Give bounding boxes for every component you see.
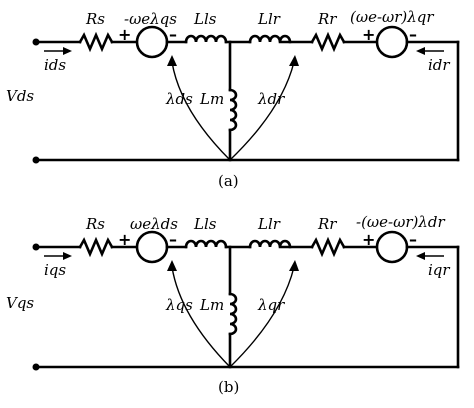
flux-arrow-s-b (171, 266, 231, 368)
label-lambda-s: λqs (165, 296, 193, 314)
voltage-source-2-a (375, 25, 409, 59)
label-source-1: ωeλds (130, 215, 178, 233)
arrow-head-flux-r-b (289, 260, 299, 271)
inductor-lls-a (184, 34, 228, 44)
label-lambda-s: λds (165, 90, 193, 108)
label-rr: Rr (317, 10, 337, 28)
inductor-lls-b (184, 239, 228, 249)
arrow-head-flux-r-a (289, 55, 299, 66)
arrow-head-ir-b (416, 252, 425, 260)
plus-sign: + (118, 25, 131, 44)
resistor-rr-b (310, 236, 346, 258)
flux-arrow-r-a (229, 61, 295, 161)
label-lm: Lm (199, 90, 224, 108)
label-i-s: iqs (44, 261, 66, 279)
inductor-llr-b (248, 239, 292, 249)
flux-arrow-r-b (229, 266, 295, 368)
minus-sign: – (169, 230, 177, 249)
circuit-a: + – + – Rs -ωeλqs Lls Llr Rr (ωe-ωr)λqr … (6, 8, 460, 190)
arrow-head-is-a (63, 47, 72, 55)
caption: (b) (218, 378, 239, 396)
arrow-head-ir-a (416, 47, 425, 55)
resistor-rs-a (78, 31, 114, 53)
label-rs: Rs (85, 215, 105, 233)
label-lambda-r: λdr (257, 90, 285, 108)
plus-sign: + (118, 230, 131, 249)
arrow-head-is-b (63, 252, 72, 260)
label-llr: Llr (257, 215, 281, 233)
label-i-r: idr (428, 56, 450, 74)
voltage-source-1-a (135, 25, 169, 59)
resistor-rr-a (310, 31, 346, 53)
label-source-1: -ωeλqs (124, 10, 177, 28)
inductor-llr-a (248, 34, 292, 44)
label-rr: Rr (317, 215, 337, 233)
inductor-lm-a (228, 88, 238, 132)
arrow-head-flux-s-b (167, 260, 177, 271)
voltage-source-2-b (375, 230, 409, 264)
label-v: Vds (6, 87, 34, 105)
label-lambda-r: λqr (257, 296, 285, 314)
minus-sign: – (409, 230, 417, 249)
plus-sign: + (362, 230, 375, 249)
flux-arrow-s-a (171, 61, 231, 161)
label-lm: Lm (199, 296, 224, 314)
caption: (a) (218, 172, 239, 190)
arrow-head-flux-s-a (167, 55, 177, 66)
voltage-source-1-b (135, 230, 169, 264)
label-i-r: iqr (428, 261, 450, 279)
label-source-2: -(ωe-ωr)λdr (356, 213, 445, 231)
label-rs: Rs (85, 10, 105, 28)
label-i-s: ids (44, 56, 66, 74)
plus-sign: + (362, 25, 375, 44)
inductor-lm-b (228, 292, 238, 336)
label-v: Vqs (6, 294, 34, 312)
label-source-2: (ωe-ωr)λqr (350, 8, 434, 26)
resistor-rs-b (78, 236, 114, 258)
label-lls: Lls (193, 10, 217, 28)
minus-sign: – (169, 25, 177, 44)
minus-sign: – (409, 25, 417, 44)
label-lls: Lls (193, 215, 217, 233)
label-llr: Llr (257, 10, 281, 28)
circuit-b: + – + – Rs ωeλds Lls Llr Rr -(ωe-ωr)λdr … (6, 213, 460, 396)
